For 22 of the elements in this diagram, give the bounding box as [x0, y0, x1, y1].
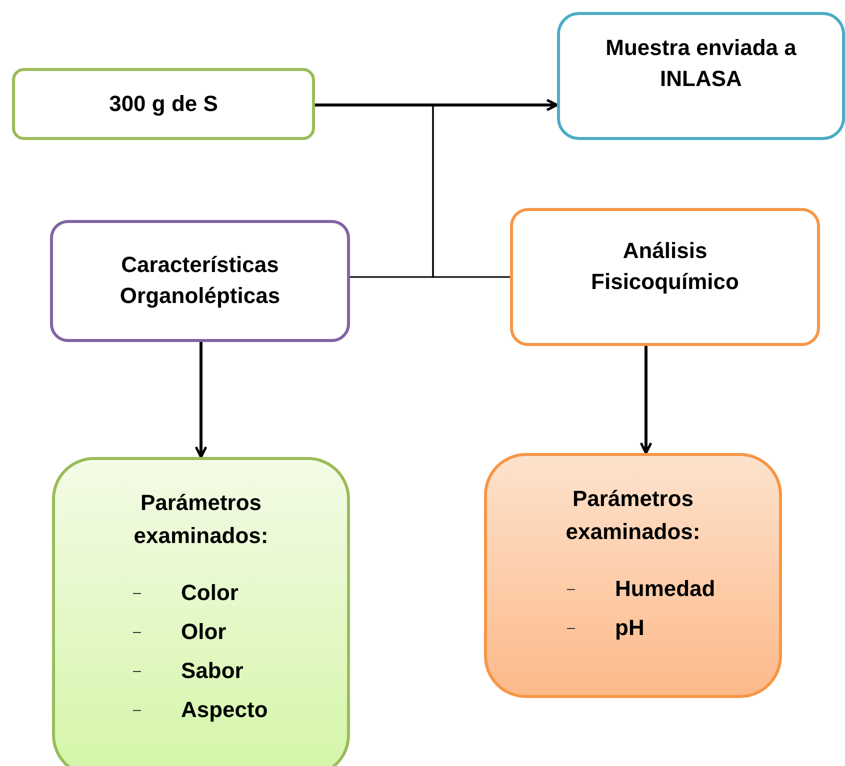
list-item: Sabor — [181, 657, 244, 686]
process-box — [484, 453, 782, 698]
list-item: Humedad — [615, 575, 716, 604]
box-heading: Parámetros examinados: — [132, 489, 270, 550]
box-label: Características Organolépticas — [118, 251, 282, 310]
list-item: pH — [615, 614, 644, 642]
process-box — [510, 208, 820, 346]
process-box — [12, 68, 315, 140]
arrow — [194, 342, 208, 458]
list-item: Aspecto — [181, 696, 268, 724]
list-item: Olor — [181, 618, 226, 646]
box-label: Análisis Fisicoquímico — [590, 237, 740, 296]
list-item: Color — [181, 579, 238, 608]
arrow — [315, 98, 558, 112]
connector-line — [315, 104, 510, 278]
box-heading: Parámetros examinados: — [564, 485, 702, 546]
box-label: 300 g de S — [109, 90, 218, 118]
process-box — [557, 12, 845, 140]
process-box — [50, 220, 350, 342]
process-box — [52, 457, 350, 766]
arrow — [640, 346, 652, 454]
box-label: Muestra enviada a INLASA — [604, 34, 798, 93]
